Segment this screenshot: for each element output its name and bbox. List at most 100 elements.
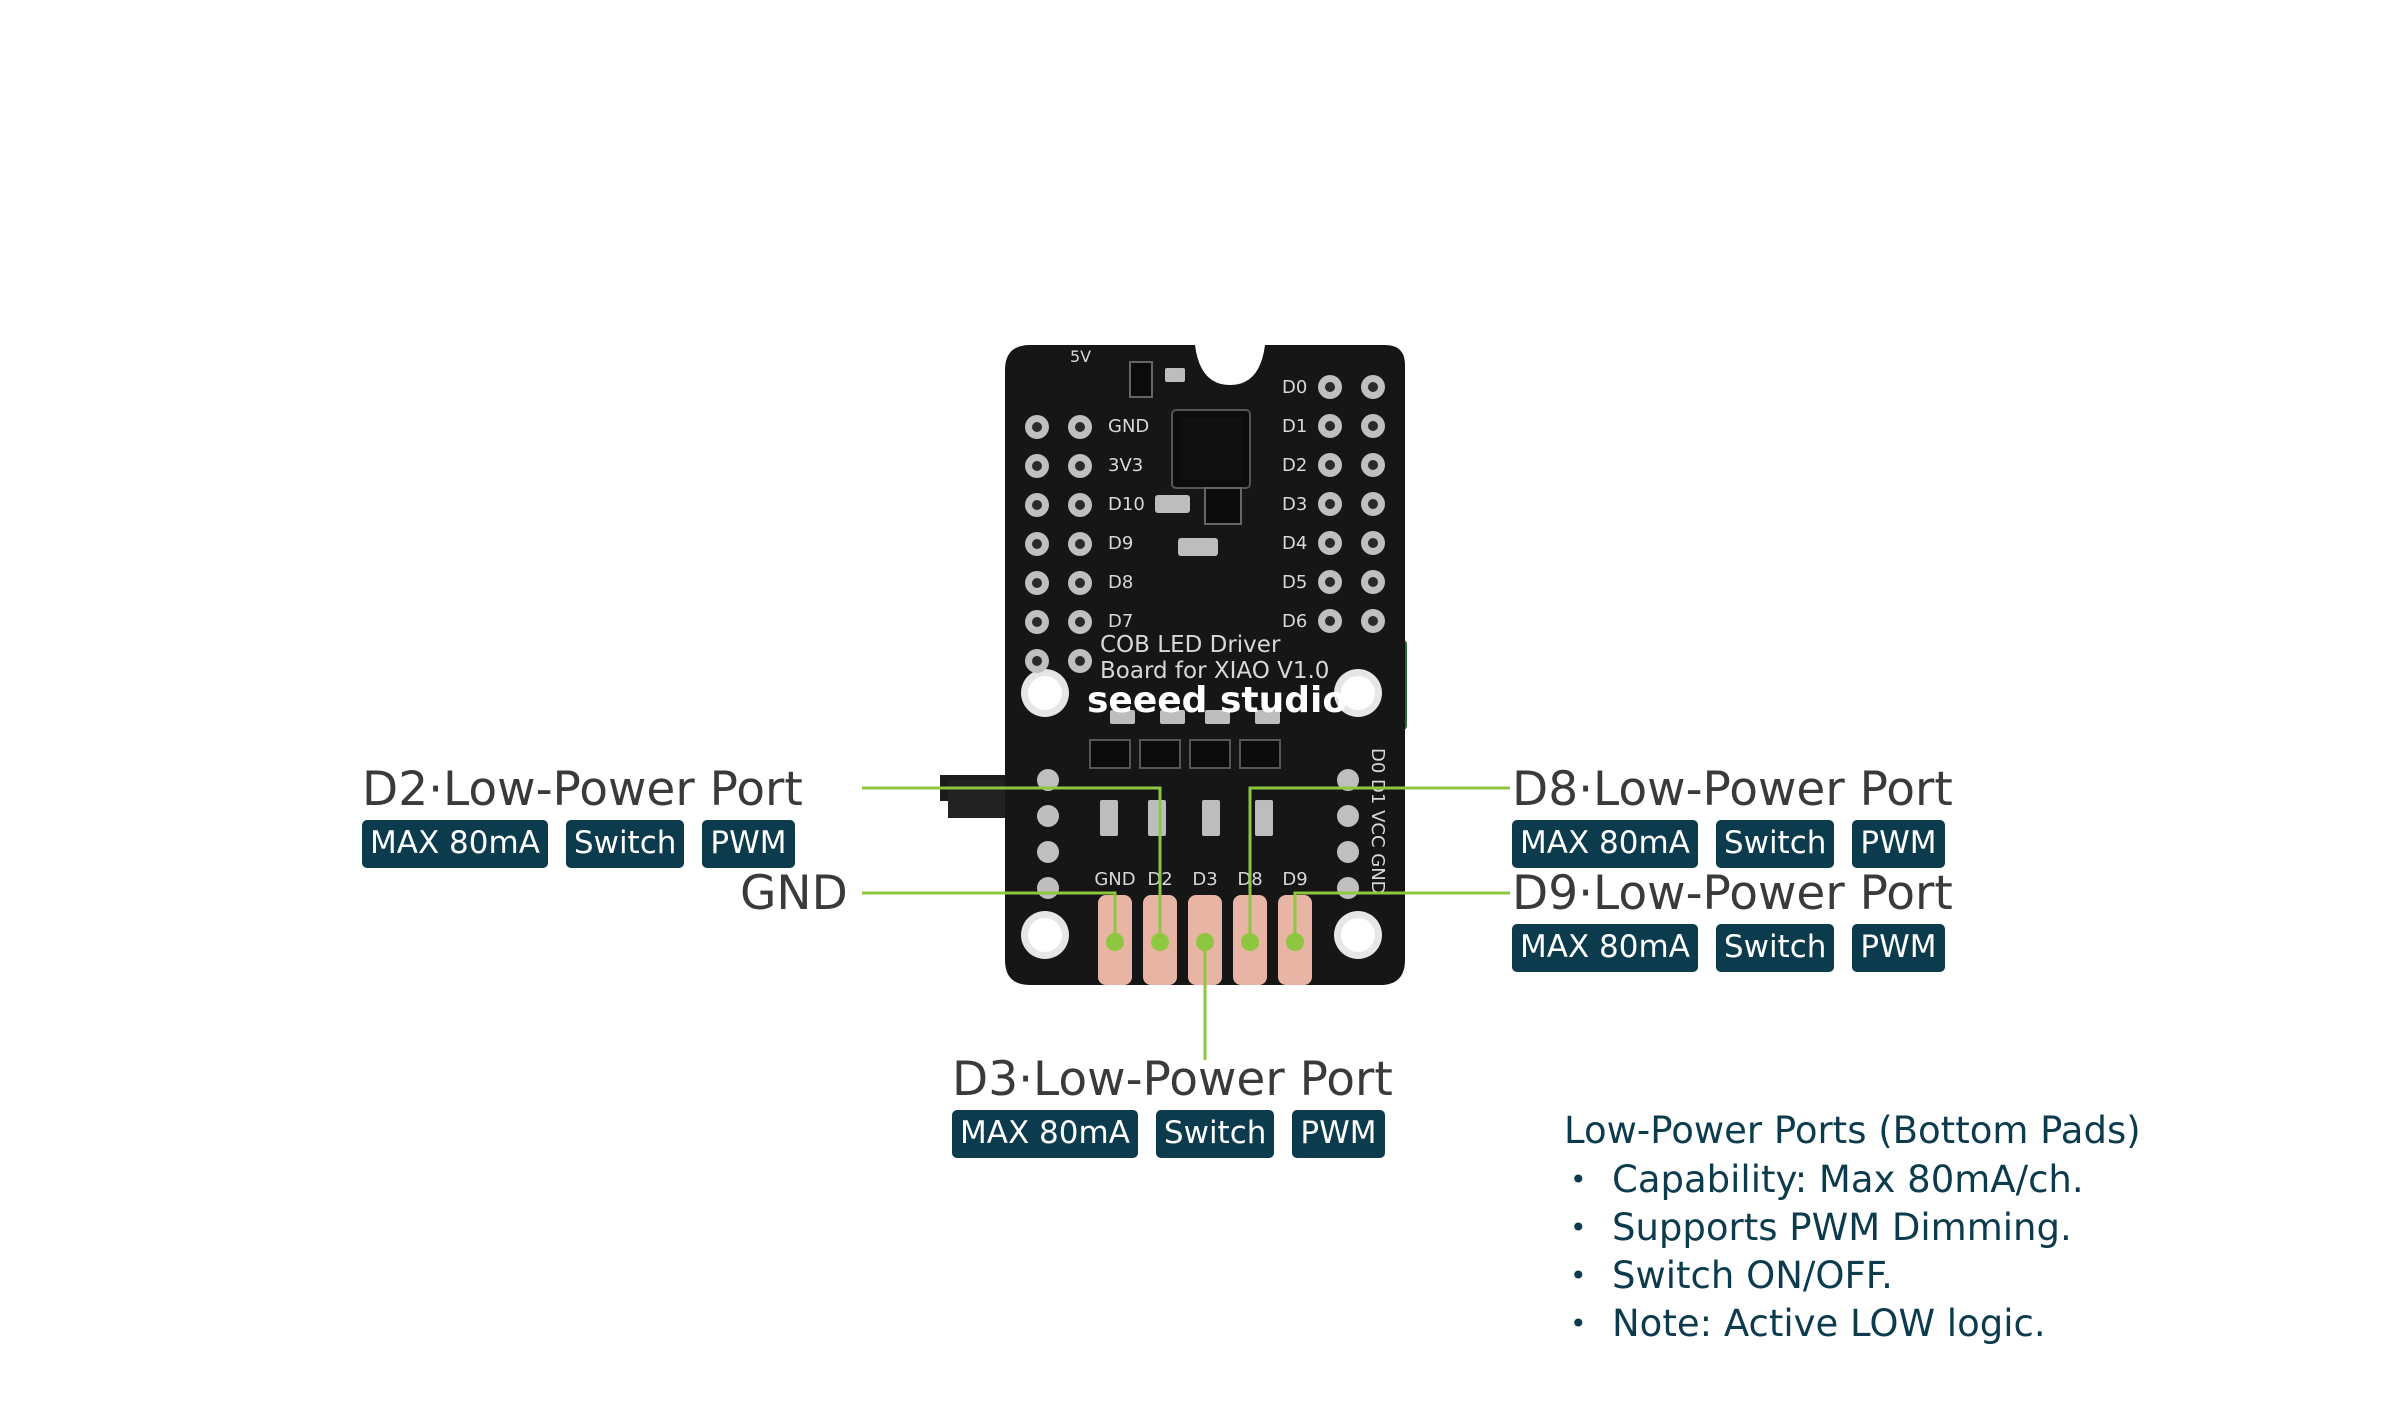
header-hole-center (1368, 421, 1378, 431)
header-hole-center (1075, 656, 1085, 666)
header-hole-center (1032, 617, 1042, 627)
info-list: Capability: Max 80mA/ch. Supports PWM Di… (1564, 1156, 2141, 1348)
header-hole-center (1325, 538, 1335, 548)
header-hole (1037, 877, 1059, 899)
header-hole-center (1032, 539, 1042, 549)
header-hole (1037, 805, 1059, 827)
header-hole-center (1032, 656, 1042, 666)
header-hole-center (1368, 538, 1378, 548)
badge-switch: Switch (565, 820, 685, 868)
header-hole-center (1032, 422, 1042, 432)
silk-pin-label: D6 (1282, 611, 1307, 632)
header-hole-center (1032, 461, 1042, 471)
callout-gnd-title: GND (740, 866, 848, 921)
callout-d3-title: D3·Low-Power Port (952, 1052, 1393, 1107)
silk-pin-label: D3 (1282, 494, 1307, 515)
leader-dots (1106, 933, 1304, 951)
header-hole-center (1075, 539, 1085, 549)
side-header-label: D0 D1 VCC GND (1367, 748, 1388, 895)
header-hole (1337, 877, 1359, 899)
badge-switch: Switch (1715, 820, 1835, 868)
info-panel: Low-Power Ports (Bottom Pads) Capability… (1564, 1106, 2141, 1348)
badge-pwm: PWM (1292, 1110, 1385, 1158)
mcu-chip (1171, 409, 1251, 489)
badge-pwm: PWM (1852, 820, 1945, 868)
header-hole-center (1368, 499, 1378, 509)
badge-switch: Switch (1155, 1110, 1275, 1158)
right-header-holes (1318, 375, 1385, 899)
header-hole-center (1325, 421, 1335, 431)
header-hole-center (1032, 500, 1042, 510)
callout-d3-badges: MAX 80mA Switch PWM (952, 1110, 1393, 1158)
silk-pin-label: 3V3 (1108, 455, 1143, 476)
info-title: Low-Power Ports (Bottom Pads) (1564, 1109, 2141, 1152)
header-hole-center (1325, 460, 1335, 470)
silk-pin-label: GND (1108, 416, 1149, 437)
left-header-holes (1025, 415, 1092, 899)
badge-max-current: MAX 80mA (1512, 924, 1698, 972)
leader-d9 (1293, 891, 1510, 940)
board-name-line2: Board for XIAO V1.0 (1100, 658, 1329, 684)
silk-pin-label: D2 (1282, 455, 1307, 476)
callout-d8-title: D8·Low-Power Port (1512, 762, 1953, 817)
header-hole-center (1075, 500, 1085, 510)
silk-pin-label: D7 (1108, 611, 1133, 632)
header-hole-center (1075, 461, 1085, 471)
header-hole-center (1325, 616, 1335, 626)
callout-d3: D3·Low-Power Port MAX 80mA Switch PWM (952, 1052, 1393, 1158)
header-hole (1337, 805, 1359, 827)
header-hole-center (1075, 617, 1085, 627)
header-hole-center (1032, 578, 1042, 588)
info-item: Supports PWM Dimming. (1564, 1204, 2141, 1252)
callout-d9-badges: MAX 80mA Switch PWM (1512, 924, 1953, 972)
leader-lines (862, 786, 1510, 1060)
callout-d2-badges: MAX 80mA Switch PWM (362, 820, 803, 868)
silk-pin-label: D9 (1108, 533, 1133, 554)
leader-d8 (1248, 786, 1510, 935)
callout-d8: D8·Low-Power Port MAX 80mA Switch PWM (1512, 762, 1953, 868)
silk-pad-label: D3 (1192, 869, 1217, 890)
header-hole-center (1368, 616, 1378, 626)
callout-d9-title: D9·Low-Power Port (1512, 866, 1953, 921)
badge-switch: Switch (1715, 924, 1835, 972)
silk-pin-label: D10 (1108, 494, 1145, 515)
callout-d9: D9·Low-Power Port MAX 80mA Switch PWM (1512, 866, 1953, 972)
smd-components (1089, 361, 1281, 836)
info-item: Switch ON/OFF. (1564, 1252, 2141, 1300)
header-hole (1037, 841, 1059, 863)
silk-pin-label: D4 (1282, 533, 1307, 554)
badge-pwm: PWM (1852, 924, 1945, 972)
header-hole-center (1075, 578, 1085, 588)
badge-max-current: MAX 80mA (1512, 820, 1698, 868)
header-hole-center (1368, 460, 1378, 470)
silk-pin-label: D0 (1282, 377, 1307, 398)
badge-max-current: MAX 80mA (952, 1110, 1138, 1158)
info-item: Capability: Max 80mA/ch. (1564, 1156, 2141, 1204)
brand-logo: seeed studio (1087, 680, 1347, 721)
header-hole-center (1368, 577, 1378, 587)
silk-pin-label: D1 (1282, 416, 1307, 437)
callout-d2: D2·Low-Power Port MAX 80mA Switch PWM (362, 762, 803, 868)
silk-pad-label: GND (1094, 869, 1135, 890)
header-hole (1337, 841, 1359, 863)
callout-d8-badges: MAX 80mA Switch PWM (1512, 820, 1953, 868)
silk-5v: 5V (1070, 347, 1091, 366)
info-item: Note: Active LOW logic. (1564, 1300, 2141, 1348)
silk-pin-label: D8 (1108, 572, 1133, 593)
leader-gnd (862, 891, 1117, 940)
silk-pin-label: D5 (1282, 572, 1307, 593)
board-name-line1: COB LED Driver (1100, 632, 1281, 658)
badge-pwm: PWM (702, 820, 795, 868)
header-hole-center (1368, 382, 1378, 392)
silk-pad-label: D9 (1282, 869, 1307, 890)
header-hole-center (1325, 577, 1335, 587)
header-hole-center (1075, 422, 1085, 432)
leader-d2 (862, 786, 1162, 935)
mounting-holes (1021, 669, 1382, 959)
callout-d2-title: D2·Low-Power Port (362, 762, 803, 817)
header-hole (1037, 769, 1059, 791)
header-hole (1337, 769, 1359, 791)
